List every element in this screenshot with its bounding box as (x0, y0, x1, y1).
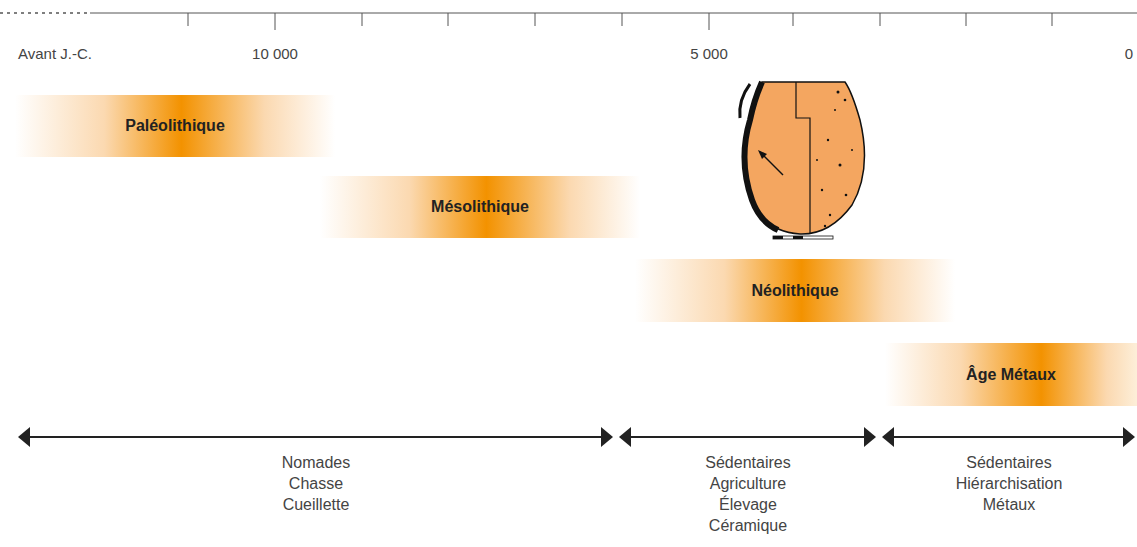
period-name: Âge Métaux (966, 366, 1056, 384)
period-features: Sédentaires Agriculture Élevage Céramiqu… (705, 452, 790, 536)
year-label: 5 000 (690, 45, 728, 62)
axis-ticks (188, 13, 1052, 30)
period-features: Sédentaires Hiérarchisation Métaux (956, 452, 1063, 515)
axis-caption: Avant J.-C. (18, 45, 92, 62)
period-arrows (18, 427, 1135, 447)
period-band: Mésolithique (320, 176, 640, 238)
period-band: Âge Métaux (885, 343, 1137, 406)
axis-dotted (0, 12, 90, 14)
year-label: 10 000 (252, 45, 298, 62)
period-name: Mésolithique (431, 198, 529, 216)
pot-illustration (740, 82, 865, 239)
period-band: Paléolithique (15, 95, 335, 157)
year-label: 0 (1125, 45, 1133, 62)
period-band: Néolithique (635, 259, 955, 322)
period-name: Néolithique (751, 282, 838, 300)
axis-line (90, 13, 1137, 14)
period-name: Paléolithique (125, 117, 225, 135)
period-features: Nomades Chasse Cueillette (282, 452, 350, 515)
